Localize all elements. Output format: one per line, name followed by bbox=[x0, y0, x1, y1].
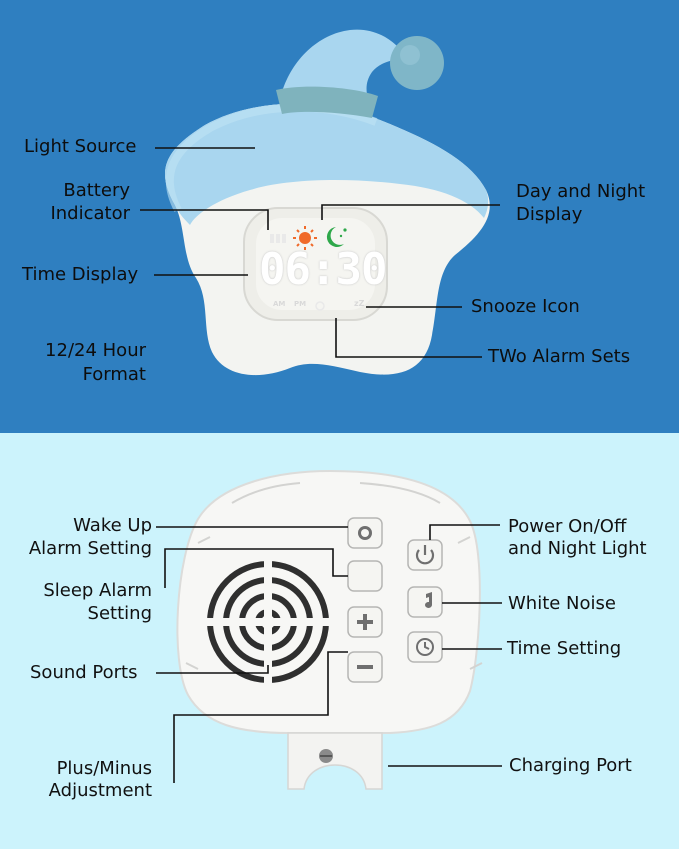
label-battery-line2: Indicator bbox=[50, 203, 130, 224]
label-format-line1: 12/24 Hour bbox=[45, 340, 146, 361]
pm-indicator: PM bbox=[294, 300, 307, 308]
star-hat-blue bbox=[165, 103, 489, 225]
label-power-line2: and Night Light bbox=[508, 538, 647, 559]
am-indicator: AM bbox=[273, 300, 286, 308]
charging-stand bbox=[287, 732, 383, 790]
label-sound-ports: Sound Ports bbox=[30, 662, 138, 683]
label-sleep-alarm-line1: Sleep Alarm bbox=[43, 580, 152, 601]
hat-band bbox=[276, 86, 378, 118]
leader-sound-ports bbox=[156, 665, 269, 674]
label-battery-line1: Battery bbox=[63, 180, 130, 201]
label-wake-up-line1: Wake Up bbox=[73, 515, 152, 536]
label-wake-up-line2: Alarm Setting bbox=[28, 538, 152, 559]
leader-battery bbox=[140, 209, 269, 230]
label-plus-minus-line1: Plus/Minus bbox=[56, 758, 152, 779]
label-time-setting: Time Setting bbox=[507, 638, 622, 659]
clock-back-illustration bbox=[156, 469, 502, 790]
label-two-alarm: TWo Alarm Sets bbox=[488, 346, 631, 367]
leader-day-night bbox=[321, 204, 500, 220]
clock-time-readout: 06:30 bbox=[259, 244, 387, 295]
snooze-zz-icon: zZ bbox=[354, 299, 365, 308]
white-noise-button-shape bbox=[407, 586, 443, 618]
label-day-night-line2: Display bbox=[516, 204, 583, 225]
leader-power bbox=[429, 524, 500, 540]
sleep-alarm-button-shape bbox=[347, 560, 383, 592]
label-time-display: Time Display bbox=[22, 264, 139, 285]
minus-icon bbox=[357, 665, 373, 669]
label-format-line2: Format bbox=[82, 364, 146, 385]
label-sleep-alarm-line2: Setting bbox=[87, 603, 152, 624]
power-icon bbox=[415, 545, 435, 565]
moon-icon bbox=[326, 227, 344, 247]
back-view-panel: Wake Up Alarm Setting Sleep Alarm Settin… bbox=[0, 433, 679, 849]
label-light-source: Light Source bbox=[24, 136, 137, 157]
music-note-icon bbox=[425, 592, 432, 608]
leader-sleep-alarm bbox=[164, 548, 348, 588]
sun-icon bbox=[293, 226, 317, 250]
clock-front-illustration bbox=[140, 29, 500, 376]
label-day-night-line1: Day and Night bbox=[516, 181, 646, 202]
label-snooze-icon: Snooze Icon bbox=[471, 296, 580, 317]
alarm-icon bbox=[315, 301, 325, 311]
label-charging-port: Charging Port bbox=[509, 755, 632, 776]
label-plus-minus-line2: Adjustment bbox=[48, 780, 152, 801]
clock-icon bbox=[416, 638, 434, 656]
label-white-noise: White Noise bbox=[508, 593, 616, 614]
leader-plus-minus bbox=[173, 651, 348, 783]
battery-bars-icon bbox=[270, 234, 286, 243]
pompom bbox=[390, 36, 444, 90]
leader-two-alarm bbox=[335, 318, 482, 358]
label-power-line1: Power On/Off bbox=[508, 516, 627, 537]
back-body bbox=[176, 469, 481, 734]
front-view-panel: 06:30 AM PM zZ Light Source Battery Indi… bbox=[0, 0, 679, 433]
